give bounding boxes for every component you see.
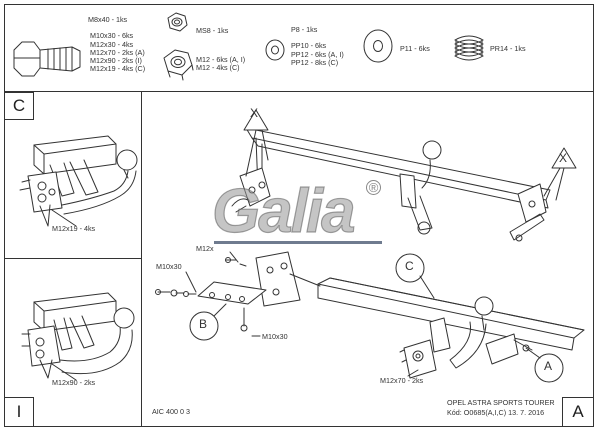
- bolt-line-5: M12x70 - 2ks (A): [90, 47, 145, 57]
- callout-leaders: [51, 209, 564, 383]
- bolt-line-4: M12x30 - 4ks: [90, 39, 134, 49]
- nut-m12-line-1: M12 - 6ks (A, I): [196, 55, 246, 64]
- variants-divider: [4, 258, 142, 259]
- callout-a: A: [544, 359, 553, 373]
- callout-b: B: [199, 317, 208, 331]
- washer-line-4: PP12 - 6ks (A, I): [291, 49, 344, 59]
- x-mark-right: X: [559, 151, 568, 165]
- washer-line-3: PP10 - 6ks: [291, 41, 327, 51]
- variant-c-bolt-label: M12x19 - 4ks: [52, 224, 96, 233]
- large-washer-icon: [363, 29, 393, 63]
- doc-code: AIC 400 0 3: [152, 407, 190, 416]
- variant-i-bolt-label: M12x90 - 2ks: [52, 378, 96, 387]
- registered-symbol: ®: [366, 180, 381, 195]
- m12x70-label: M12x70 - 2ks: [380, 376, 424, 385]
- m12-top-label: M12x: [196, 244, 214, 253]
- variant-a-box: A: [562, 397, 594, 427]
- drawing-frame: [4, 4, 594, 427]
- model-name: OPEL ASTRA SPORTS TOURER: [447, 398, 555, 407]
- washer-line-5: PP12 - 8ks (C): [291, 57, 339, 67]
- variant-c-drawing: [19, 135, 138, 227]
- variant-i-drawing: [21, 292, 135, 379]
- washer-icon: [265, 39, 285, 61]
- variant-i-box: I: [4, 397, 34, 427]
- variant-c-box: C: [4, 92, 34, 120]
- x-mark-left: X: [250, 106, 259, 120]
- nut-ms8-label: MS8 - 1ks: [196, 26, 229, 35]
- bolt-list: M8x40 - 1ks M10x30 - 6ks M12x30 - 4ks M1…: [88, 15, 146, 74]
- bolt-line-1: M8x40 - 1ks: [88, 15, 128, 24]
- m10-left-label: M10x30: [156, 262, 182, 271]
- variant-c-letter: C: [12, 96, 26, 115]
- spring-washer-label: PR14 - 1ks: [490, 44, 526, 53]
- bolt-line-7: M12x19 - 4ks (C): [90, 64, 146, 74]
- galia-logo: Galia: [211, 176, 356, 246]
- nut-m12-list: M12 - 6ks (A, I) M12 - 4ks (C): [196, 55, 246, 73]
- bolt-line-3: M10x30 - 6ks: [90, 31, 134, 41]
- logo-bar: [214, 241, 382, 244]
- variants-column: [4, 92, 142, 427]
- m10-bottom-label: M10x30: [262, 332, 288, 341]
- variant-i-letter: I: [16, 402, 22, 421]
- callout-c: C: [405, 259, 414, 273]
- hardware-row: [4, 4, 594, 92]
- washer-line-1: P8 - 1ks: [291, 25, 318, 34]
- bolt-icon: [13, 41, 81, 77]
- variant-a-letter: A: [572, 402, 584, 421]
- spring-washer-icon: [454, 35, 484, 61]
- hex-nut-icon: [163, 49, 194, 81]
- code-line: Kód: O0685(A,I,C) 13. 7. 2016: [447, 408, 545, 417]
- nut-m12-line-2: M12 - 4ks (C): [196, 63, 240, 73]
- main-assembly-drawing: [155, 109, 585, 379]
- washer-list: P8 - 1ks PP10 - 6ks PP12 - 6ks (A, I) PP…: [291, 25, 344, 67]
- hex-nut-icon: [167, 12, 188, 32]
- washer-p11-label: P11 - 6ks: [400, 44, 430, 53]
- bolt-line-6: M12x90 - 2ks (I): [90, 56, 142, 66]
